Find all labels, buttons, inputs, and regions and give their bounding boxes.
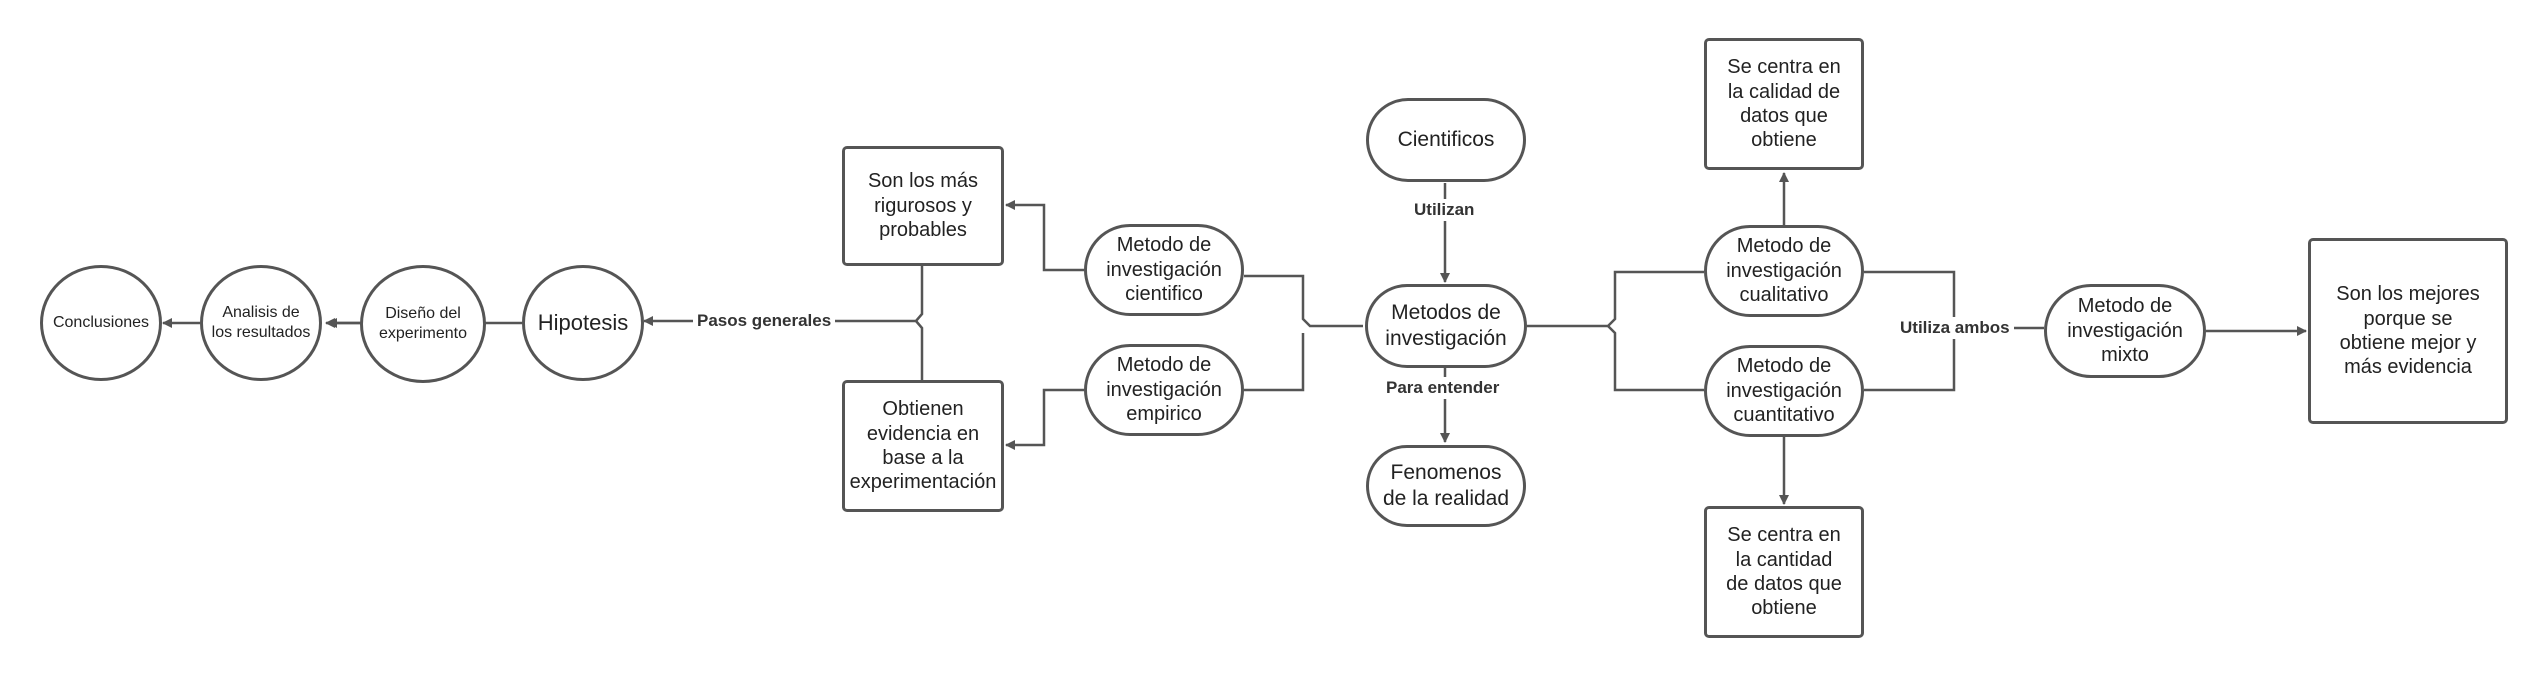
node-cientificos: Cientificos [1366, 98, 1526, 182]
edge-metodos-cualitativo [1527, 270, 1704, 328]
edge-label-pasos-generales: Pasos generales [693, 310, 836, 332]
edge-metodos-cientifico [1244, 274, 1363, 328]
node-fenomenos: Fenomenos de la realidad [1366, 445, 1526, 527]
node-mejores: Son los mejores porque se obtiene mejor … [2308, 238, 2508, 424]
node-cualitativo: Metodo de investigación cualitativo [1704, 225, 1864, 317]
edge-evidencia-hipotesis [915, 320, 924, 380]
edge-label-para-entender: Para entender [1382, 377, 1504, 399]
node-cientifico: Metodo de investigación cientifico [1084, 224, 1244, 316]
node-rigurosos: Son los más rigurosos y probables [842, 146, 1004, 266]
node-conclusiones: Conclusiones [40, 265, 162, 381]
edge-metodos-empirico [1244, 333, 1305, 392]
edge-empirico-evidencia [1005, 388, 1084, 450]
node-diseno: Diseño del experimento [360, 265, 486, 383]
node-hipotesis: Hipotesis [522, 265, 644, 381]
edge-metodos-cuantitativo [1607, 325, 1704, 392]
node-cantidad: Se centra en la cantidad de datos que ob… [1704, 506, 1864, 638]
node-mixto: Metodo de investigación mixto [2044, 284, 2206, 378]
edge-label-utilizan: Utilizan [1410, 199, 1479, 221]
node-calidad: Se centra en la calidad de datos que obt… [1704, 38, 1864, 170]
node-metodos: Metodos de investigación [1365, 284, 1527, 368]
node-evidencia: Obtienen evidencia en base a la experime… [842, 380, 1004, 512]
node-empirico: Metodo de investigación empirico [1084, 344, 1244, 436]
node-analisis: Analisis de los resultados [200, 265, 322, 381]
node-cuantitativo: Metodo de investigación cuantitativo [1704, 345, 1864, 437]
edge-label-utiliza-ambos: Utiliza ambos [1896, 317, 2014, 339]
edge-cientifico-rigurosos [1005, 200, 1084, 272]
